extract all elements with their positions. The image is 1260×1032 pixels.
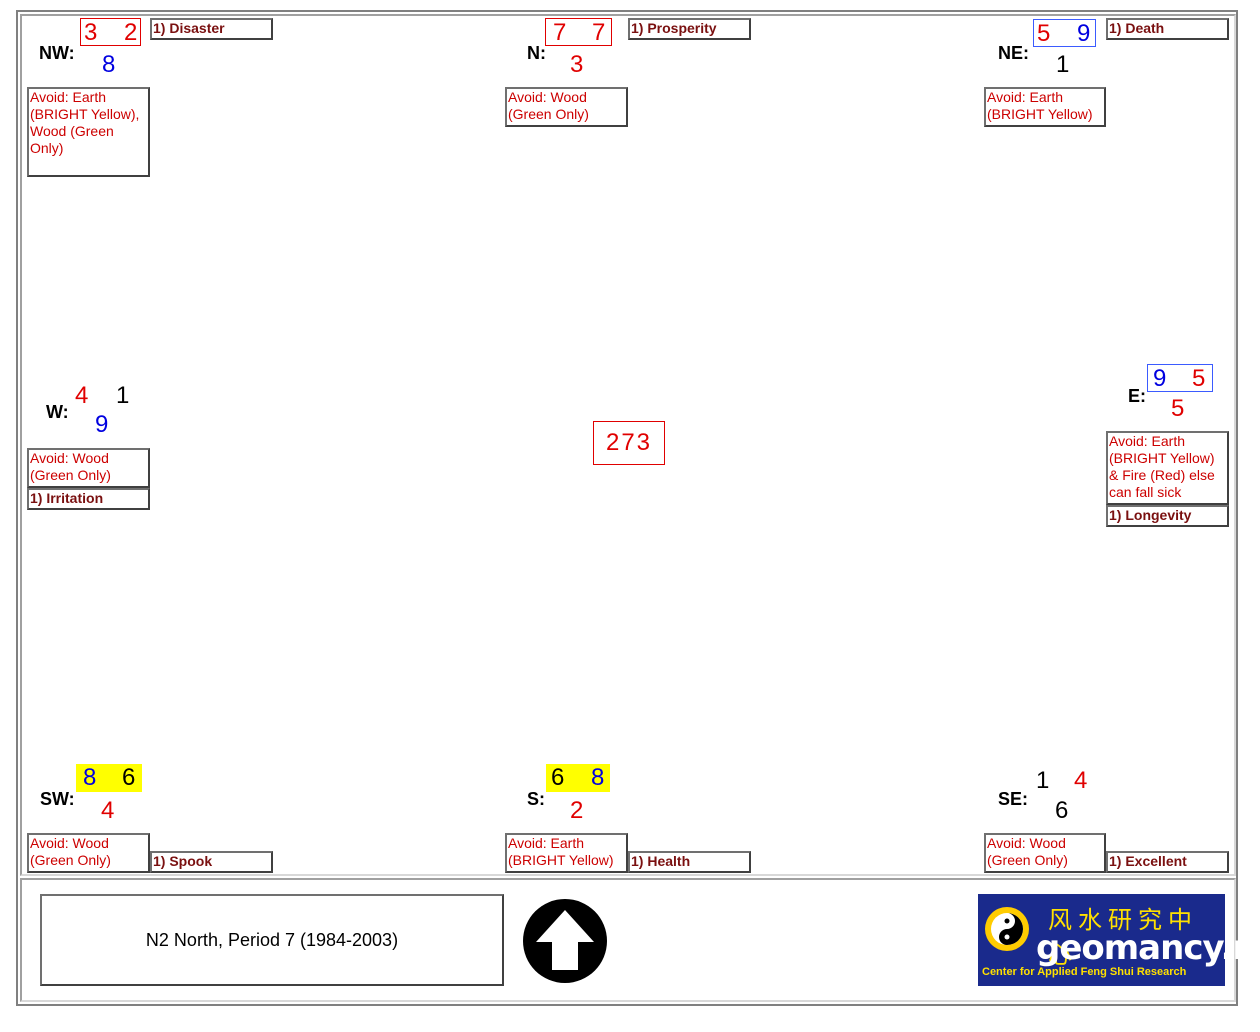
mountain-star-s: 6 <box>551 764 565 791</box>
direction-s: S: <box>527 789 545 809</box>
avoid-e: Avoid: Earth (BRIGHT Yellow) & Fire (Red… <box>1106 431 1229 505</box>
base-star-w: 9 <box>95 411 109 438</box>
stars-s: 6 8 <box>546 764 610 792</box>
geomancy-logo[interactable]: 风水研究中心 geomancy.net Center for Applied F… <box>978 894 1260 986</box>
water-star-e: 5 <box>1192 365 1206 392</box>
avoid-w: Avoid: Wood (Green Only) <box>27 448 150 488</box>
base-star-s: 2 <box>570 797 584 824</box>
label-nw: 1) Disaster <box>150 18 273 40</box>
stars-nw: 3 2 <box>80 18 141 46</box>
label-se: 1) Excellent <box>1106 851 1229 873</box>
direction-se: SE: <box>998 789 1029 809</box>
base-star-e: 5 <box>1171 395 1185 422</box>
water-star-nw: 2 <box>124 19 138 46</box>
avoid-nw: Avoid: Earth (BRIGHT Yellow), Wood (Gree… <box>27 87 150 177</box>
direction-n: N: <box>527 43 546 63</box>
stars-e: 9 5 <box>1147 364 1213 392</box>
avoid-n: Avoid: Wood (Green Only) <box>505 87 628 127</box>
water-star-ne: 9 <box>1077 20 1091 47</box>
water-star-w: 1 <box>116 382 130 409</box>
label-e: 1) Longevity <box>1106 505 1229 527</box>
yin-yang-icon <box>985 907 1029 951</box>
logo-chinese-text: 风水研究中心 <box>1048 907 1198 969</box>
direction-sw: SW: <box>40 789 75 809</box>
stars-ne: 5 9 <box>1033 19 1096 47</box>
north-arrow-icon <box>523 899 607 983</box>
footer-panel <box>20 878 1236 1002</box>
label-s: 1) Health <box>628 851 751 873</box>
direction-e: E: <box>1128 386 1146 406</box>
logo-tagline: Center for Applied Feng Shui Research <box>982 966 1187 978</box>
mountain-star-n: 7 <box>553 19 567 46</box>
logo-name: geomancy.net <box>1036 928 1260 968</box>
chart-caption: N2 North, Period 7 (1984-2003) <box>40 894 504 986</box>
mountain-star-se: 1 <box>1036 767 1050 794</box>
water-star-s: 8 <box>591 764 605 791</box>
base-star-ne: 1 <box>1056 51 1070 78</box>
avoid-ne: Avoid: Earth (BRIGHT Yellow) <box>984 87 1106 127</box>
stars-sw: 8 6 <box>76 764 142 792</box>
avoid-sw: Avoid: Wood (Green Only) <box>27 833 150 873</box>
direction-ne: NE: <box>998 43 1029 63</box>
direction-w: W: <box>46 402 69 422</box>
water-star-sw: 6 <box>122 764 136 791</box>
avoid-se: Avoid: Wood (Green Only) <box>984 833 1106 873</box>
mountain-star-nw: 3 <box>84 19 98 46</box>
label-ne: 1) Death <box>1106 18 1229 40</box>
flying-star-chart <box>20 14 1236 876</box>
stars-n: 7 7 <box>545 18 612 46</box>
base-star-n: 3 <box>570 51 584 78</box>
base-star-nw: 8 <box>102 51 116 78</box>
base-star-sw: 4 <box>101 797 115 824</box>
water-star-n: 7 <box>592 19 606 46</box>
base-star-se: 6 <box>1055 797 1069 824</box>
mountain-star-w: 4 <box>75 382 89 409</box>
direction-nw: NW: <box>39 43 75 63</box>
mountain-star-ne: 5 <box>1037 20 1051 47</box>
avoid-s: Avoid: Earth (BRIGHT Yellow) <box>505 833 628 873</box>
label-w: 1) Irritation <box>27 488 150 510</box>
outer-frame <box>16 10 1238 1006</box>
label-sw: 1) Spook <box>150 851 273 873</box>
center-stars: 273 <box>593 421 665 465</box>
label-n: 1) Prosperity <box>628 18 751 40</box>
mountain-star-sw: 8 <box>83 764 97 791</box>
water-star-se: 4 <box>1074 767 1088 794</box>
mountain-star-e: 9 <box>1153 365 1167 392</box>
